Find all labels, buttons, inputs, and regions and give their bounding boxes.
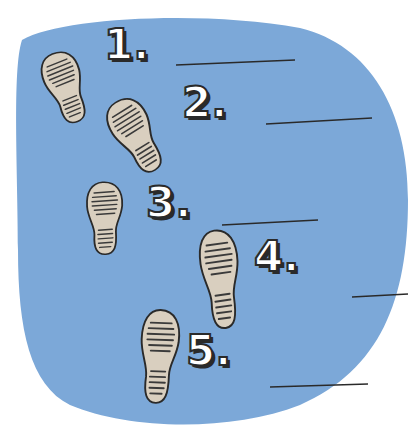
callout-number: 5. <box>186 330 231 372</box>
callout-number: 4. <box>254 236 299 278</box>
callout-number: 2. <box>182 82 227 124</box>
callout-number: 1. <box>104 24 149 66</box>
callout-number: 3. <box>146 182 191 224</box>
